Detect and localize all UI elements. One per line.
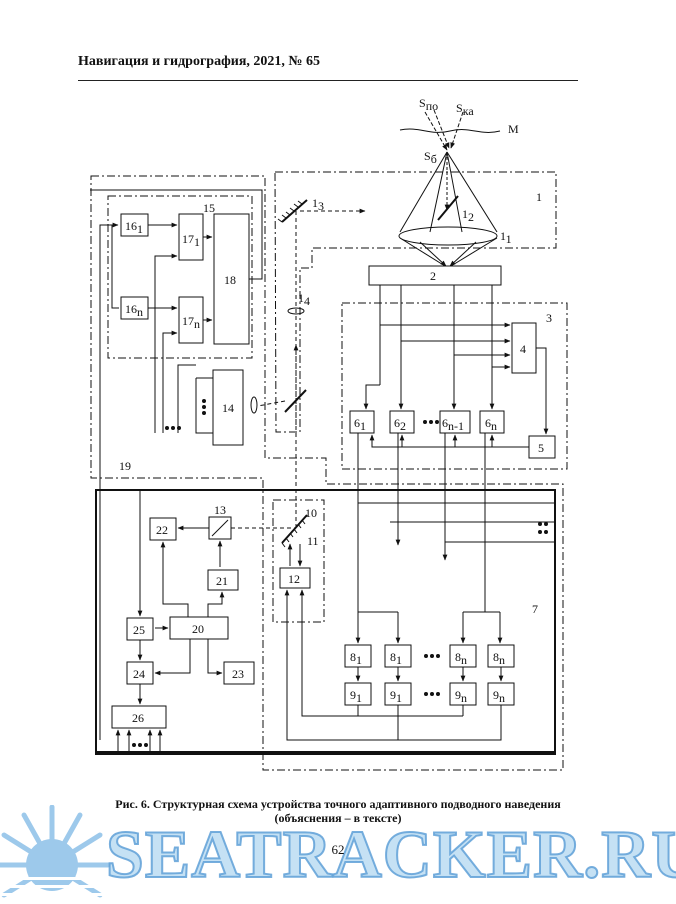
label-block-4: 4 — [520, 342, 526, 356]
label-block-7: 7 — [532, 602, 538, 616]
header-rule — [78, 80, 578, 81]
label-block-1: 1 — [536, 190, 542, 204]
label-block-16-n: 16n — [125, 302, 143, 319]
label-block-24: 24 — [133, 667, 145, 681]
label-block-9-nb: 9n — [493, 688, 505, 705]
label-block-8-1a: 81 — [350, 650, 362, 667]
lens-1-1 — [398, 226, 498, 246]
label-block-22: 22 — [156, 523, 168, 537]
cone-ray-right — [446, 151, 498, 233]
caption-line-1: Рис. 6. Структурная схема устройства точ… — [115, 797, 561, 811]
label-block-8-na: 8n — [455, 650, 467, 667]
block-10-11-frame — [272, 499, 325, 623]
label-block-8-nb: 8n — [493, 650, 505, 667]
ellipsis-dots — [132, 399, 548, 747]
block-12 — [279, 567, 311, 589]
block-22 — [149, 517, 177, 541]
figure-caption: Рис. 6. Структурная схема устройства точ… — [60, 797, 616, 825]
lens-1-4 — [287, 307, 305, 315]
label-block-9-na: 9n — [455, 688, 467, 705]
label-block-8-1b: 81 — [390, 650, 402, 667]
label-block-3: 3 — [546, 311, 552, 325]
label-block-26: 26 — [132, 711, 144, 725]
label-s-ka: Sка — [456, 101, 474, 118]
label-block-16-1: 161 — [125, 219, 143, 236]
block-26 — [111, 705, 167, 729]
caption-line-2: (объяснения – в тексте) — [274, 811, 402, 825]
label-s-po: Sпо — [419, 96, 438, 113]
label-block-18: 18 — [224, 273, 236, 287]
label-block-15: 15 — [203, 201, 215, 215]
cone-ray-left — [399, 151, 448, 233]
ray-s-po — [424, 111, 448, 151]
label-block-17-1: 171 — [182, 232, 200, 249]
label-block-11: 11 — [307, 534, 319, 548]
block-14 — [212, 369, 244, 446]
label-1-2: 12 — [462, 207, 474, 224]
block-15-frame — [107, 195, 253, 359]
label-block-2: 2 — [430, 269, 436, 283]
label-1-4: 14 — [298, 291, 310, 308]
block-6-2 — [389, 410, 415, 434]
label-m: М — [508, 122, 519, 136]
label-1-1: 11 — [500, 229, 512, 246]
label-block-23: 23 — [232, 667, 244, 681]
block-23 — [223, 661, 255, 685]
label-block-17-n: 17n — [182, 314, 200, 331]
label-block-14: 14 — [222, 401, 234, 415]
label-block-25: 25 — [133, 623, 145, 637]
block-21 — [207, 569, 239, 591]
watermark-text: SEATRACKER.RU — [105, 815, 676, 893]
sea-surface-line — [399, 128, 501, 133]
label-block-19: 19 — [119, 459, 131, 473]
watermark-logo — [0, 805, 111, 898]
label-block-6-2: 62 — [394, 416, 406, 433]
label-block-9-1b: 91 — [390, 688, 402, 705]
block-19-frame — [90, 175, 564, 771]
label-block-12: 12 — [288, 572, 300, 586]
label-1-3: 13 — [312, 196, 324, 213]
mirror-14 — [284, 389, 307, 413]
mirror-1-3 — [281, 199, 308, 223]
label-block-20: 20 — [192, 622, 204, 636]
lens-14 — [250, 396, 258, 414]
label-block-6-n: 6n — [485, 416, 497, 433]
page-number: 62 — [331, 842, 345, 857]
ray-s-ka — [450, 111, 464, 149]
journal-header: Навигация и гидрография, 2021, № 65 — [78, 54, 320, 69]
block-2 — [368, 265, 502, 286]
block-6-n — [479, 410, 505, 434]
block-1-frame — [274, 171, 557, 433]
block-6-1 — [349, 410, 375, 434]
block-20 — [169, 616, 229, 640]
mirror-1-2 — [437, 195, 459, 221]
label-block-21: 21 — [216, 574, 228, 588]
label-block-10: 10 — [305, 506, 317, 520]
block-6-n1 — [439, 410, 471, 434]
label-block-9-1a: 91 — [350, 688, 362, 705]
label-block-6-n1: 6n-1 — [442, 416, 464, 433]
block-7-frame — [95, 489, 556, 755]
label-s-b: Sб — [424, 149, 437, 166]
label-block-13: 13 — [214, 503, 226, 517]
label-block-6-1: 61 — [354, 416, 366, 433]
label-block-5: 5 — [538, 441, 544, 455]
